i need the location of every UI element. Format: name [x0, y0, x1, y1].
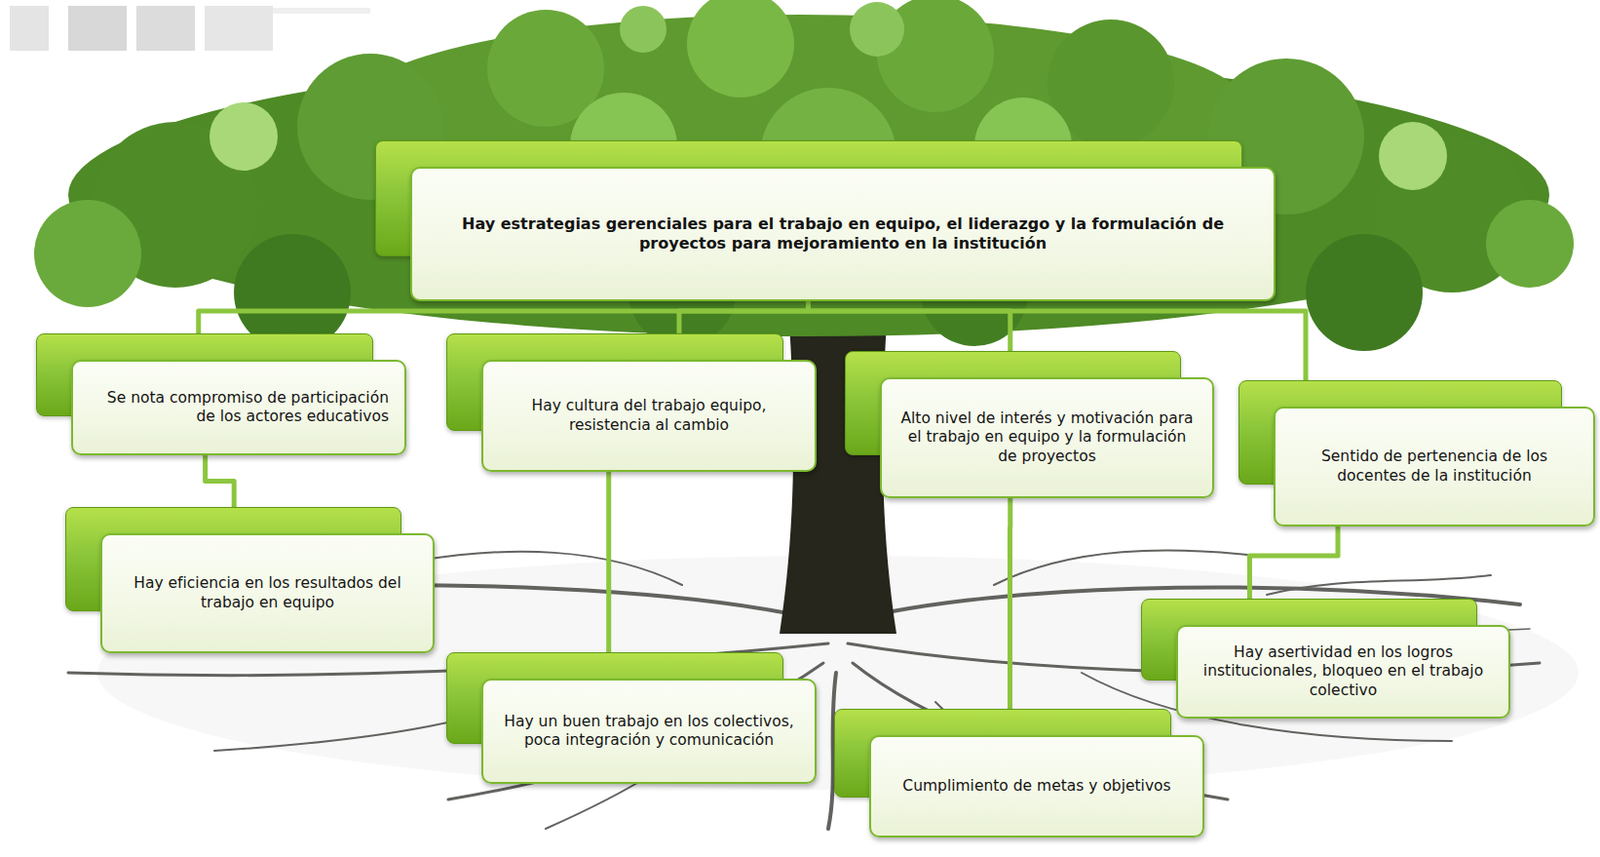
tree-canopy [34, 0, 1574, 351]
statement-box: Cumplimiento de metas y objetivos [869, 734, 1205, 838]
statement-box: Se nota compromiso de participación de l… [71, 359, 407, 456]
box-face: Hay eficiencia en los resultados del tra… [100, 533, 435, 653]
box-face: Cumplimiento de metas y objetivos [869, 734, 1205, 838]
statement-text: Hay estrategias gerenciales para el trab… [427, 214, 1258, 254]
box-face: Hay asertividad en los logros institucio… [1176, 624, 1511, 719]
box-face: Hay estrategias gerenciales para el trab… [410, 166, 1276, 302]
header-tabs [9, 5, 371, 51]
box-face: Hay cultura del trabajo equipo, resisten… [481, 359, 817, 472]
statement-text: Hay cultura del trabajo equipo, resisten… [498, 396, 800, 435]
statement-box: Hay cultura del trabajo equipo, resisten… [481, 359, 817, 472]
statement-text: Alto nivel de interés y motivación para … [897, 409, 1197, 466]
statement-box: Hay eficiencia en los resultados del tra… [100, 533, 435, 653]
statement-text: Hay asertividad en los logros institucio… [1193, 643, 1493, 700]
statement-text: Hay eficiencia en los resultados del tra… [117, 573, 418, 612]
statement-box: Hay asertividad en los logros institucio… [1176, 624, 1511, 719]
statement-text: Cumplimiento de metas y objetivos [886, 776, 1187, 796]
box-face: Hay un buen trabajo en los colectivos, p… [481, 678, 817, 784]
statement-box: Sentido de pertenencia de los docentes d… [1273, 406, 1596, 527]
statement-box: Hay un buen trabajo en los colectivos, p… [481, 678, 817, 784]
statement-box: Hay estrategias gerenciales para el trab… [410, 166, 1276, 302]
box-face: Alto nivel de interés y motivación para … [879, 377, 1215, 498]
box-face: Sentido de pertenencia de los docentes d… [1273, 406, 1596, 527]
statement-text: Sentido de pertenencia de los docentes d… [1291, 447, 1578, 486]
connector-line [1007, 497, 1013, 735]
statement-text: Se nota compromiso de participación de l… [88, 388, 389, 427]
connector-line [606, 471, 611, 679]
statement-text: Hay un buen trabajo en los colectivos, p… [498, 712, 800, 751]
statement-box: Alto nivel de interés y motivación para … [879, 377, 1215, 498]
box-face: Se nota compromiso de participación de l… [71, 359, 407, 456]
